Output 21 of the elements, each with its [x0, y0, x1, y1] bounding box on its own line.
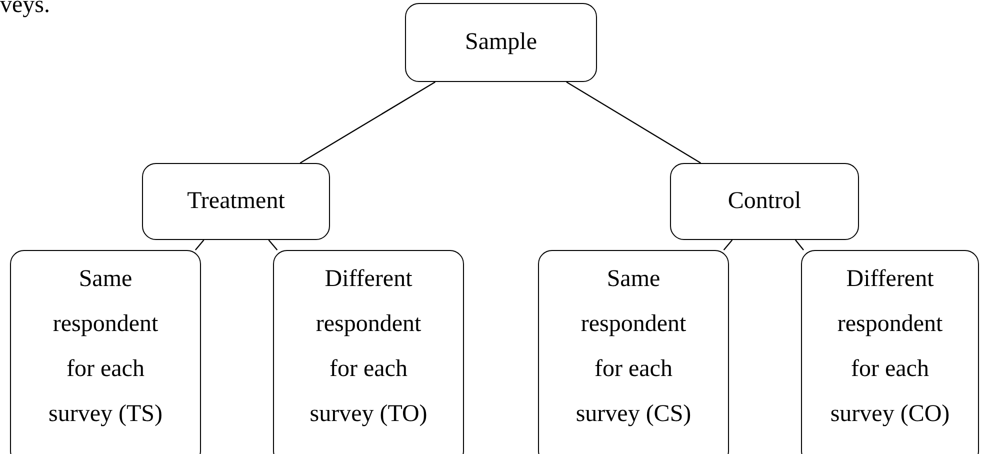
connector-line	[795, 240, 804, 250]
node-label: Treatment	[187, 188, 285, 215]
group-box	[670, 163, 859, 240]
node-label: Control	[728, 188, 802, 215]
text-fragment: veys.	[0, 0, 50, 19]
group-box	[142, 163, 330, 240]
connector-line	[723, 240, 733, 250]
category-box	[273, 250, 464, 454]
connector-line	[194, 240, 204, 250]
node-label: Same respondent for each survey (TS)	[48, 265, 164, 429]
node-label: Different respondent for each survey (TO)	[308, 265, 428, 429]
node-label: Same respondent for each survey (CS)	[574, 265, 692, 429]
node-label: Different respondent for each survey (CO)	[829, 265, 951, 429]
category-box	[538, 250, 729, 454]
node-label: Sample	[465, 29, 537, 56]
category-box	[10, 250, 201, 454]
category-box	[801, 250, 979, 454]
group-box	[405, 3, 597, 82]
connector-line	[268, 240, 278, 250]
connector-line	[566, 81, 701, 164]
connector-line	[300, 81, 436, 164]
